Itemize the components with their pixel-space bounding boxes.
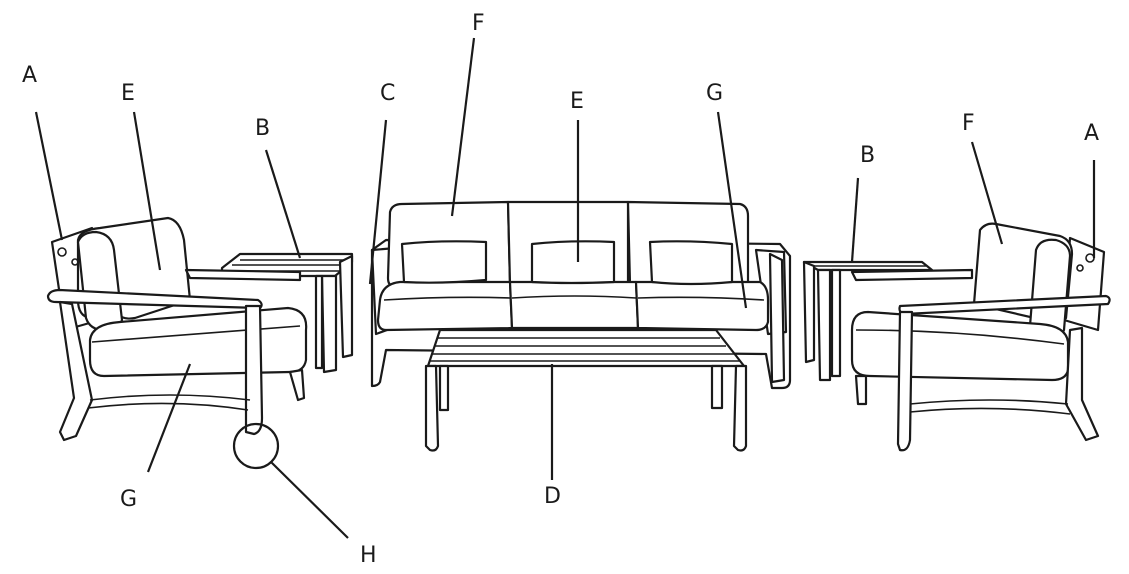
coffee-table <box>424 328 748 452</box>
labels: A E B C F E G B F A G H D <box>22 11 1099 568</box>
label-side-table-right: B <box>860 143 875 168</box>
side-table-right <box>802 260 934 382</box>
label-side-table-left: B <box>255 116 270 141</box>
label-armchair-right-back-cushion: F <box>962 111 975 136</box>
label-sofa-back-cushion: F <box>472 11 485 36</box>
label-coffee-table: D <box>544 484 561 509</box>
label-foot-detail: H <box>360 543 377 568</box>
label-armchair-right-frame: A <box>1084 121 1099 146</box>
armchair-right <box>850 222 1111 452</box>
sofa <box>370 200 792 390</box>
label-sofa-throw-pillow: E <box>570 89 584 114</box>
leader-lines <box>34 37 1096 480</box>
label-sofa-arm: C <box>380 81 395 106</box>
label-armchair-left-seat-cushion: G <box>120 487 137 512</box>
armchair-left <box>46 216 308 442</box>
label-sofa-seat-cushion: G <box>706 81 723 106</box>
foot-detail-marker <box>232 422 349 539</box>
label-armchair-left-back-cushion: E <box>121 81 135 106</box>
label-armchair-left-frame: A <box>22 63 37 88</box>
